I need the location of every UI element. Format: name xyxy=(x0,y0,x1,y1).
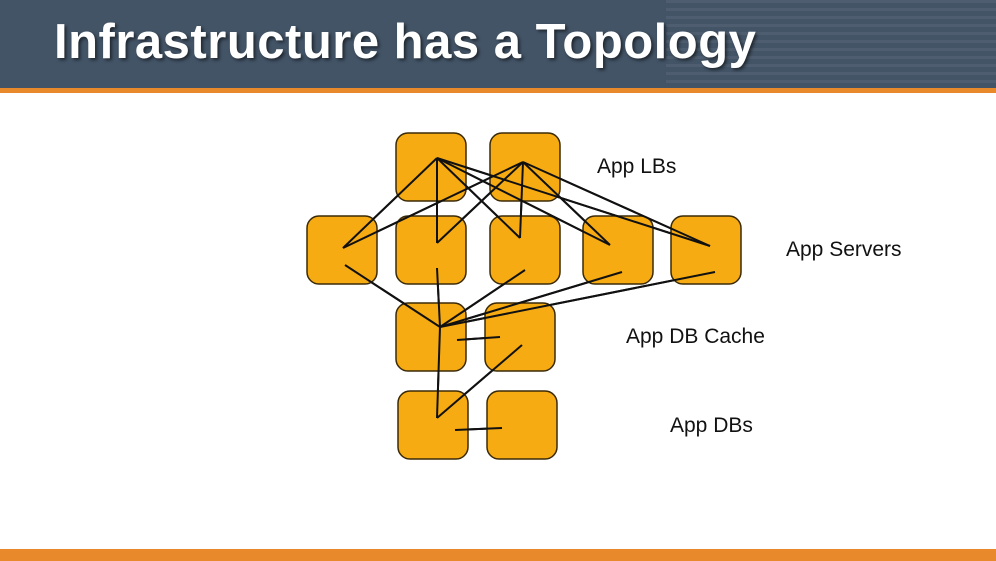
label-app-lbs: App LBs xyxy=(597,155,677,178)
edge xyxy=(439,271,623,328)
edge xyxy=(344,264,441,328)
edge xyxy=(522,161,711,247)
edge xyxy=(436,157,711,247)
app-db-cache-nodes xyxy=(395,302,556,372)
edge xyxy=(439,269,526,328)
app-db-node xyxy=(486,390,558,460)
label-app-dbs: App DBs xyxy=(670,414,753,437)
app-lb-node xyxy=(489,132,561,202)
edge xyxy=(436,344,523,419)
app-db-cache-node xyxy=(395,302,467,372)
node-connection-lines xyxy=(342,157,716,431)
app-server-node xyxy=(670,215,742,285)
slide-title: Infrastructure has a Topology xyxy=(54,15,757,69)
app-server-node xyxy=(489,215,561,285)
label-app-servers: App Servers xyxy=(786,238,902,261)
app-db-node xyxy=(397,390,469,460)
edge xyxy=(439,271,716,328)
edge xyxy=(342,157,438,249)
edge xyxy=(436,326,441,419)
slide-header: Infrastructure has a Topology xyxy=(0,0,996,88)
header-accent-rule xyxy=(0,88,996,93)
edge xyxy=(519,161,524,239)
edge xyxy=(454,427,503,431)
app-db-nodes xyxy=(397,390,558,460)
app-server-nodes xyxy=(306,215,742,285)
edge xyxy=(342,161,524,249)
footer-accent-rule xyxy=(0,549,996,561)
edge xyxy=(436,267,441,328)
edge xyxy=(436,157,521,239)
header-texture xyxy=(666,0,996,88)
edge xyxy=(436,157,611,246)
label-app-db-cache: App DB Cache xyxy=(626,325,765,348)
edge xyxy=(456,336,501,341)
edge xyxy=(522,161,611,246)
edge xyxy=(436,161,524,244)
